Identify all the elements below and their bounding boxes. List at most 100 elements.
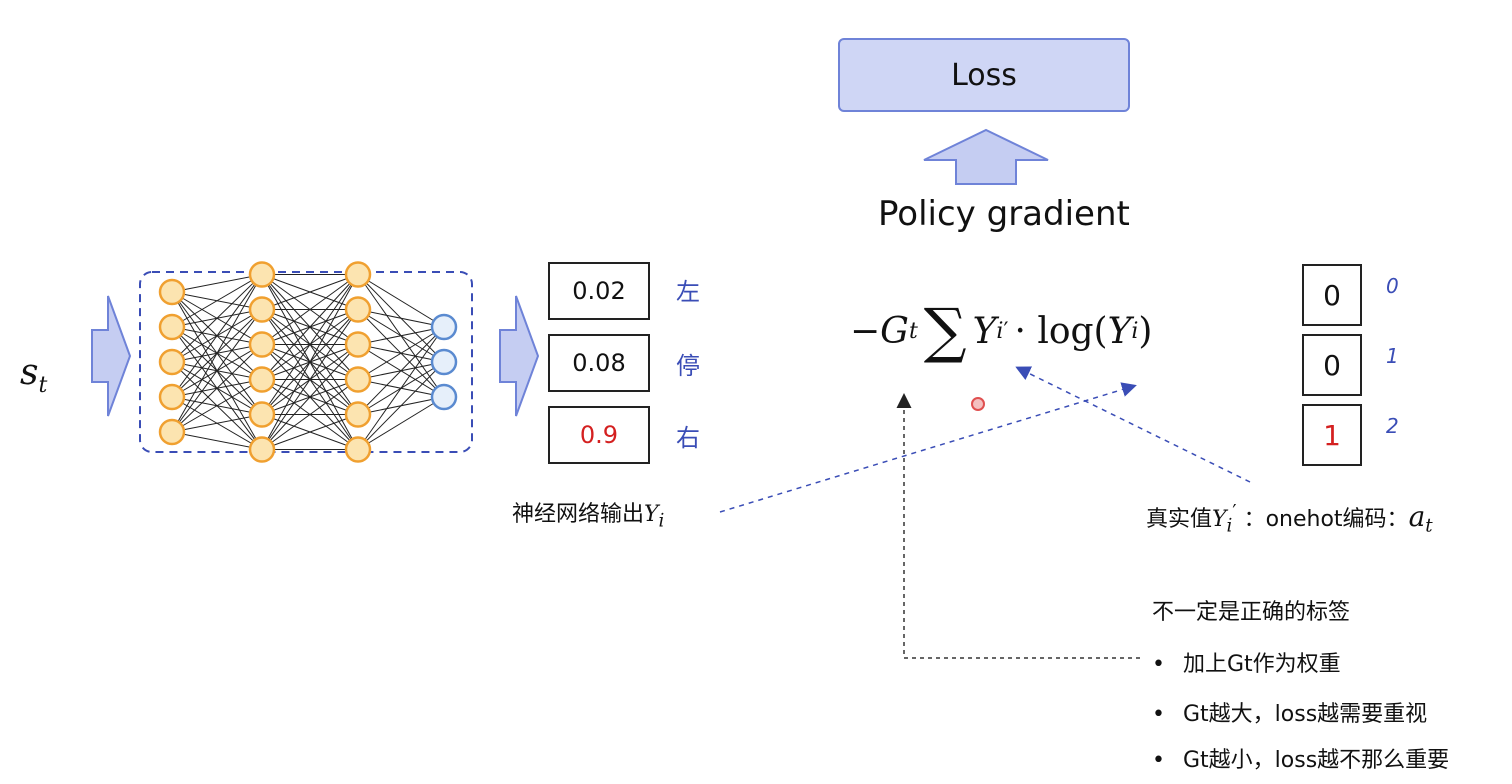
index-label-0: 0 bbox=[1386, 274, 1399, 298]
network-node bbox=[248, 296, 276, 323]
network-node bbox=[158, 348, 186, 376]
prob-value: 0.9 bbox=[579, 421, 619, 449]
formula-Y-sub: i bbox=[1131, 318, 1139, 344]
network-node bbox=[344, 296, 372, 323]
prob-box-left: 0.02 bbox=[548, 262, 650, 320]
network-node bbox=[248, 436, 276, 463]
up-arrow-icon bbox=[923, 128, 1049, 185]
index-label-2: 2 bbox=[1386, 414, 1399, 438]
formula-Y-prime-sub: i bbox=[996, 318, 1004, 344]
network-node bbox=[248, 366, 276, 393]
formula-G: G bbox=[880, 310, 909, 352]
onehot-box-1: 0 bbox=[1302, 334, 1362, 396]
network-node bbox=[344, 436, 372, 463]
formula-minus: − bbox=[850, 310, 881, 352]
note-bullet: Gt越大，loss越需要重视 bbox=[1152, 696, 1427, 728]
nn-output-connector bbox=[719, 382, 1137, 513]
policy-gradient-label: Policy gradient bbox=[878, 194, 1130, 234]
network-node bbox=[344, 401, 372, 428]
onehot-value: 0 bbox=[1323, 278, 1341, 312]
network-node bbox=[344, 331, 372, 358]
network-edge bbox=[357, 309, 445, 328]
cursor-dot bbox=[971, 397, 985, 411]
network-edge bbox=[171, 309, 263, 433]
nn-output-sub: i bbox=[658, 510, 665, 532]
prob-value: 0.02 bbox=[572, 277, 626, 305]
onehot-box-2: 1 bbox=[1302, 404, 1362, 466]
notes-title: 不一定是正确的标签 bbox=[1152, 600, 1351, 625]
true-value-prefix: 真实值 bbox=[1146, 507, 1213, 532]
network-edge bbox=[357, 361, 445, 450]
output-arrow-icon bbox=[499, 295, 540, 417]
network-node bbox=[344, 261, 372, 288]
network-edge bbox=[357, 274, 445, 328]
network-edge bbox=[171, 344, 263, 433]
network-edge bbox=[357, 326, 445, 415]
network-edge bbox=[261, 274, 359, 450]
network-node bbox=[344, 366, 372, 393]
network-node bbox=[158, 383, 186, 411]
network-node bbox=[430, 313, 458, 341]
network-edge bbox=[357, 396, 445, 450]
network-edge bbox=[261, 344, 359, 450]
prob-box-stop: 0.08 bbox=[548, 334, 650, 392]
network-edge bbox=[171, 274, 263, 398]
network-edge bbox=[171, 274, 263, 363]
prob-box-right: 0.9 bbox=[548, 406, 650, 464]
true-value-sub: i bbox=[1226, 515, 1233, 537]
network-node bbox=[430, 348, 458, 376]
formula-Y-prime: Y bbox=[972, 310, 997, 352]
formula-Y: Y bbox=[1107, 310, 1132, 352]
true-value-middle: ：onehot编码： bbox=[1236, 507, 1409, 532]
network-node bbox=[248, 331, 276, 358]
weight-connector bbox=[896, 393, 1140, 659]
prob-value: 0.08 bbox=[572, 349, 626, 377]
network-edge bbox=[261, 274, 359, 345]
action-sub: t bbox=[1425, 515, 1433, 537]
action-symbol: a bbox=[1408, 500, 1426, 533]
network-edge bbox=[261, 379, 359, 450]
formula-G-sub: t bbox=[908, 318, 918, 344]
nn-output-symbol: Y bbox=[644, 502, 659, 527]
network-edge bbox=[171, 379, 263, 433]
onehot-value: 1 bbox=[1323, 418, 1341, 452]
network-edge bbox=[261, 274, 359, 310]
note-bullet: 加上Gt作为权重 bbox=[1152, 646, 1341, 678]
formula-close: ) bbox=[1138, 310, 1153, 352]
neural-network bbox=[158, 261, 458, 463]
network-node bbox=[430, 383, 458, 411]
note-bullet: Gt越小，loss越不那么重要 bbox=[1152, 742, 1449, 774]
formula-sigma: ∑ bbox=[923, 296, 967, 366]
network-node bbox=[248, 261, 276, 288]
network-edge bbox=[261, 274, 359, 380]
true-value-label: 真实值Yi′ ：onehot编码：at bbox=[1146, 500, 1433, 536]
true-value-sup: ′ bbox=[1232, 501, 1237, 523]
network-edge bbox=[171, 414, 263, 433]
network-node bbox=[158, 313, 186, 341]
nn-output-text: 神经网络输出 bbox=[512, 502, 645, 527]
action-label-right: 右 bbox=[676, 424, 700, 452]
network-edge bbox=[171, 274, 263, 293]
true-value-connector bbox=[1015, 366, 1251, 483]
loss-box: Loss bbox=[838, 38, 1130, 112]
network-node bbox=[158, 418, 186, 446]
true-value-symbol: Y bbox=[1212, 507, 1227, 532]
state-label: st bbox=[20, 352, 48, 399]
loss-label: Loss bbox=[951, 57, 1017, 93]
network-edge bbox=[261, 274, 359, 415]
action-label-left: 左 bbox=[676, 278, 700, 306]
input-arrow-icon bbox=[91, 295, 132, 417]
network-edge bbox=[261, 414, 359, 450]
network-edge bbox=[261, 309, 359, 450]
network-edge bbox=[357, 326, 445, 380]
network-node bbox=[248, 401, 276, 428]
network-node bbox=[158, 278, 186, 306]
action-label-stop: 停 bbox=[676, 352, 700, 380]
formula-dot-log: · log( bbox=[1014, 310, 1108, 352]
formula-Y-prime-sup: ′ bbox=[1003, 318, 1009, 344]
nn-output-label: 神经网络输出Yi bbox=[512, 496, 664, 531]
index-label-1: 1 bbox=[1386, 344, 1399, 368]
network-edge bbox=[171, 274, 263, 328]
